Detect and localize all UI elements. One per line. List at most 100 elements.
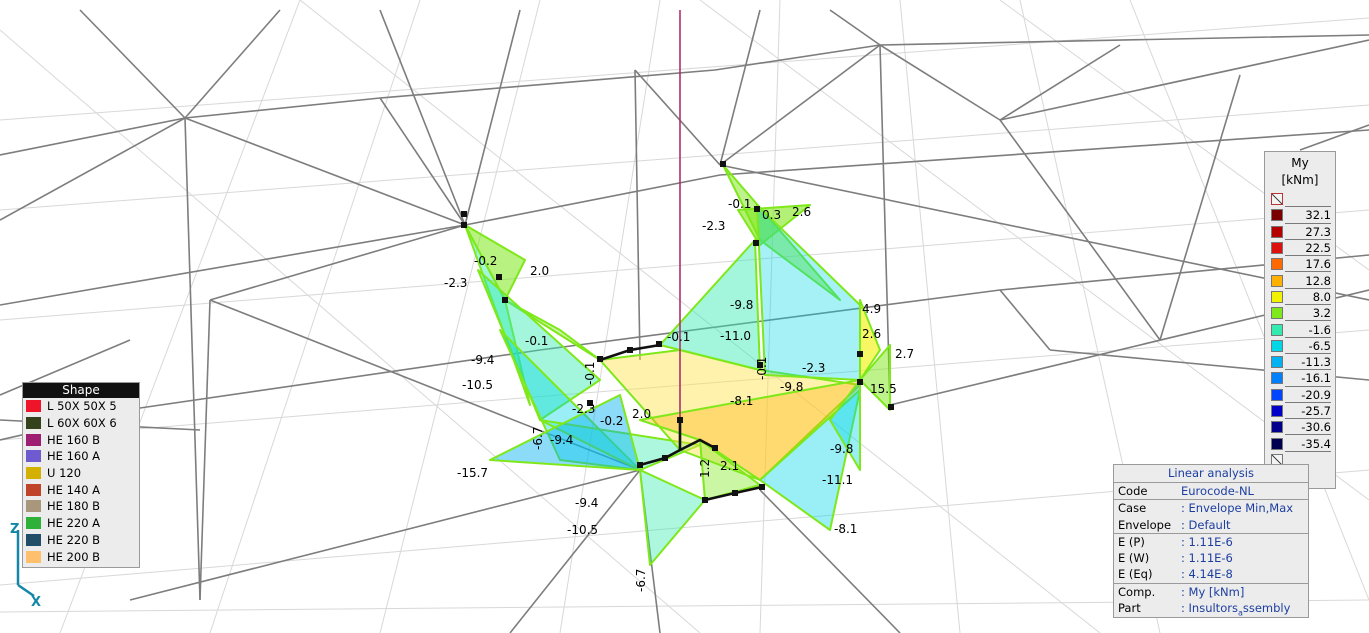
- shape-label: HE 180 B: [47, 499, 101, 514]
- scale-swatch: [1271, 209, 1283, 222]
- diagram-label: 2.6: [862, 327, 881, 341]
- shape-label: L 60X 60X 6: [47, 416, 117, 431]
- diagram-label: 2.0: [632, 407, 651, 421]
- shape-label: HE 220 B: [47, 532, 101, 547]
- scale-value: -35.4: [1301, 436, 1331, 451]
- color-scale-entry: 3.2: [1265, 305, 1335, 322]
- diagram-label: 2.7: [895, 347, 914, 361]
- diagram-label: -9.4: [575, 496, 598, 510]
- color-scale-entry: -35.4: [1265, 435, 1335, 452]
- scale-value: -20.9: [1301, 387, 1331, 402]
- scale-swatch: [1271, 274, 1283, 287]
- scale-swatch: [1271, 242, 1283, 255]
- analysis-row-envelope: Envelope: Default: [1114, 517, 1308, 533]
- row-value: : 1.11E-6: [1181, 534, 1233, 549]
- color-scale-entry: -25.7: [1265, 403, 1335, 420]
- moment-color-scale: My [kNm] 32.1 27.3 22.5 17.6 12.8 8.0 3.…: [1264, 151, 1336, 489]
- scale-value: 27.3: [1305, 224, 1331, 239]
- shape-label: HE 140 A: [47, 482, 101, 497]
- shape-legend-item: HE 140 A: [23, 481, 139, 498]
- analysis-row-ew: E (W): 1.11E-6: [1114, 550, 1308, 566]
- scale-value: 22.5: [1305, 241, 1331, 256]
- color-scale-unit: [kNm]: [1281, 173, 1319, 187]
- shape-legend: Shape L 50X 50X 5 L 60X 60X 6 HE 160 B H…: [22, 382, 140, 568]
- color-scale-entry: 12.8: [1265, 272, 1335, 289]
- scale-value: -1.6: [1308, 322, 1331, 337]
- color-scale-entry: -6.5: [1265, 338, 1335, 354]
- diagram-label: -8.1: [834, 522, 857, 536]
- row-key: Case: [1118, 501, 1147, 516]
- diagram-label: -2.3: [572, 402, 595, 416]
- diagram-label: -0.1: [525, 334, 548, 348]
- diagram-label: -0.1: [728, 197, 751, 211]
- row-key: Code: [1118, 484, 1148, 498]
- shape-swatch: [26, 500, 41, 513]
- shape-swatch: [26, 400, 41, 413]
- shape-legend-title: Shape: [23, 383, 139, 398]
- shape-legend-item: HE 220 B: [23, 532, 139, 549]
- nodes: [461, 161, 894, 503]
- overflow-hatch-icon: [1271, 193, 1283, 206]
- diagram-label: 15.5: [870, 382, 897, 396]
- scale-value: 32.1: [1305, 208, 1331, 223]
- color-scale-overflow: [1265, 191, 1335, 208]
- diagram-label: -0.2: [474, 254, 497, 268]
- shape-label: HE 200 B: [47, 549, 101, 564]
- scale-value: 12.8: [1305, 273, 1331, 288]
- shape-legend-item: L 50X 50X 5: [23, 398, 139, 415]
- shape-label: HE 160 B: [47, 432, 101, 447]
- color-scale-entry: -1.6: [1265, 321, 1335, 338]
- scale-value: 3.2: [1312, 306, 1331, 321]
- row-key: E (W): [1118, 551, 1150, 566]
- shape-label: U 120: [47, 466, 82, 481]
- shape-label: HE 160 A: [47, 449, 101, 464]
- color-scale-entry: -30.6: [1265, 419, 1335, 436]
- row-key: Comp.: [1118, 584, 1156, 599]
- analysis-row-eeq: E (Eq): 4.14E-8: [1114, 566, 1308, 582]
- diagram-label: 2.0: [530, 264, 549, 278]
- diagram-label: -11.1: [822, 473, 853, 487]
- diagram-label: -2.3: [444, 276, 467, 290]
- scale-swatch: [1271, 339, 1283, 352]
- shape-legend-item: HE 220 A: [23, 515, 139, 532]
- shape-legend-item: HE 160 B: [23, 431, 139, 448]
- x-axis-label: X: [31, 595, 41, 610]
- diagram-label: -0.1: [583, 362, 597, 385]
- shape-swatch: [26, 550, 41, 563]
- color-scale-entry: 8.0: [1265, 289, 1335, 306]
- row-value: : My [kNm]: [1181, 584, 1245, 599]
- diagram-label: -6.7: [531, 427, 545, 450]
- row-value: : Insultorsassembly: [1181, 601, 1291, 618]
- shape-swatch: [26, 483, 41, 496]
- analysis-row-case: Case : Envelope Min,Max: [1114, 499, 1308, 516]
- color-scale-entry: -11.3: [1265, 354, 1335, 371]
- color-scale-entry: 27.3: [1265, 224, 1335, 240]
- color-scale-entry: 22.5: [1265, 240, 1335, 257]
- shape-label: HE 220 A: [47, 516, 101, 531]
- scale-swatch: [1271, 307, 1283, 320]
- color-scale-title: My: [1291, 156, 1309, 170]
- analysis-row-ep: E (P) : 1.11E-6: [1114, 532, 1308, 550]
- shape-swatch: [26, 467, 41, 480]
- scale-swatch: [1271, 372, 1283, 385]
- axis-triad: Z X: [10, 522, 41, 610]
- shape-legend-item: U 120: [23, 465, 139, 482]
- row-key: E (P): [1118, 534, 1145, 549]
- diagram-label: -2.3: [802, 361, 825, 375]
- row-value: : Envelope Min,Max: [1181, 501, 1294, 516]
- shape-swatch: [26, 417, 41, 430]
- diagram-label: -6.7: [634, 569, 648, 592]
- row-value: Eurocode-NL: [1181, 484, 1254, 498]
- scale-swatch: [1271, 421, 1283, 434]
- diagram-label: -0.2: [600, 414, 623, 428]
- row-key: Envelope: [1118, 517, 1172, 532]
- diagram-label: -11.0: [720, 329, 751, 343]
- color-scale-entry: -16.1: [1265, 370, 1335, 387]
- scale-swatch: [1271, 290, 1283, 303]
- shape-legend-item: HE 200 B: [23, 548, 139, 565]
- row-value: : 4.14E-8: [1181, 567, 1233, 582]
- diagram-label: -0.1: [755, 357, 769, 380]
